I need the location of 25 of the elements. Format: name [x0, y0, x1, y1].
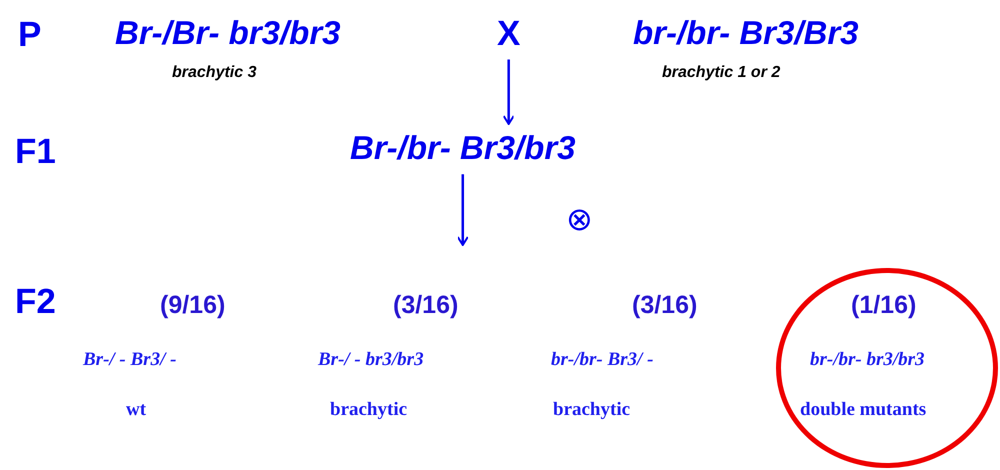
ratio-text: (3/16)	[393, 292, 458, 320]
genotype-text: Br-/br- Br3/br3	[350, 130, 576, 166]
phenotype-text: double mutants	[800, 400, 926, 421]
cross-symbol: X	[497, 15, 520, 54]
genotype-text: Br-/ - Br3/ -	[83, 350, 176, 371]
phenotype-note: brachytic 1 or 2	[662, 64, 780, 82]
phenotype-note: brachytic 3	[172, 64, 256, 82]
phenotype-text: wt	[126, 400, 146, 421]
genotype-text: br-/br- Br3/Br3	[633, 15, 859, 52]
arrow	[456, 174, 469, 246]
selfing-symbol: ⊗	[566, 202, 593, 238]
highlight-circle	[776, 268, 998, 468]
genotype-text: Br-/ - br3/br3	[318, 350, 424, 371]
ratio-text: (1/16)	[851, 292, 916, 320]
generation-label: P	[18, 16, 42, 54]
genotype-text: br-/br- Br3/ -	[551, 350, 654, 371]
phenotype-text: brachytic	[330, 400, 408, 421]
genotype-text: Br-/Br- br3/br3	[115, 15, 341, 52]
generation-label: F1	[15, 133, 56, 172]
genotype-text: br-/br- br3/br3	[810, 350, 925, 371]
ratio-text: (3/16)	[632, 292, 698, 320]
ratio-text: (9/16)	[160, 292, 226, 320]
arrow	[502, 60, 515, 125]
phenotype-text: brachytic	[553, 400, 630, 421]
generation-label: F2	[15, 283, 56, 322]
